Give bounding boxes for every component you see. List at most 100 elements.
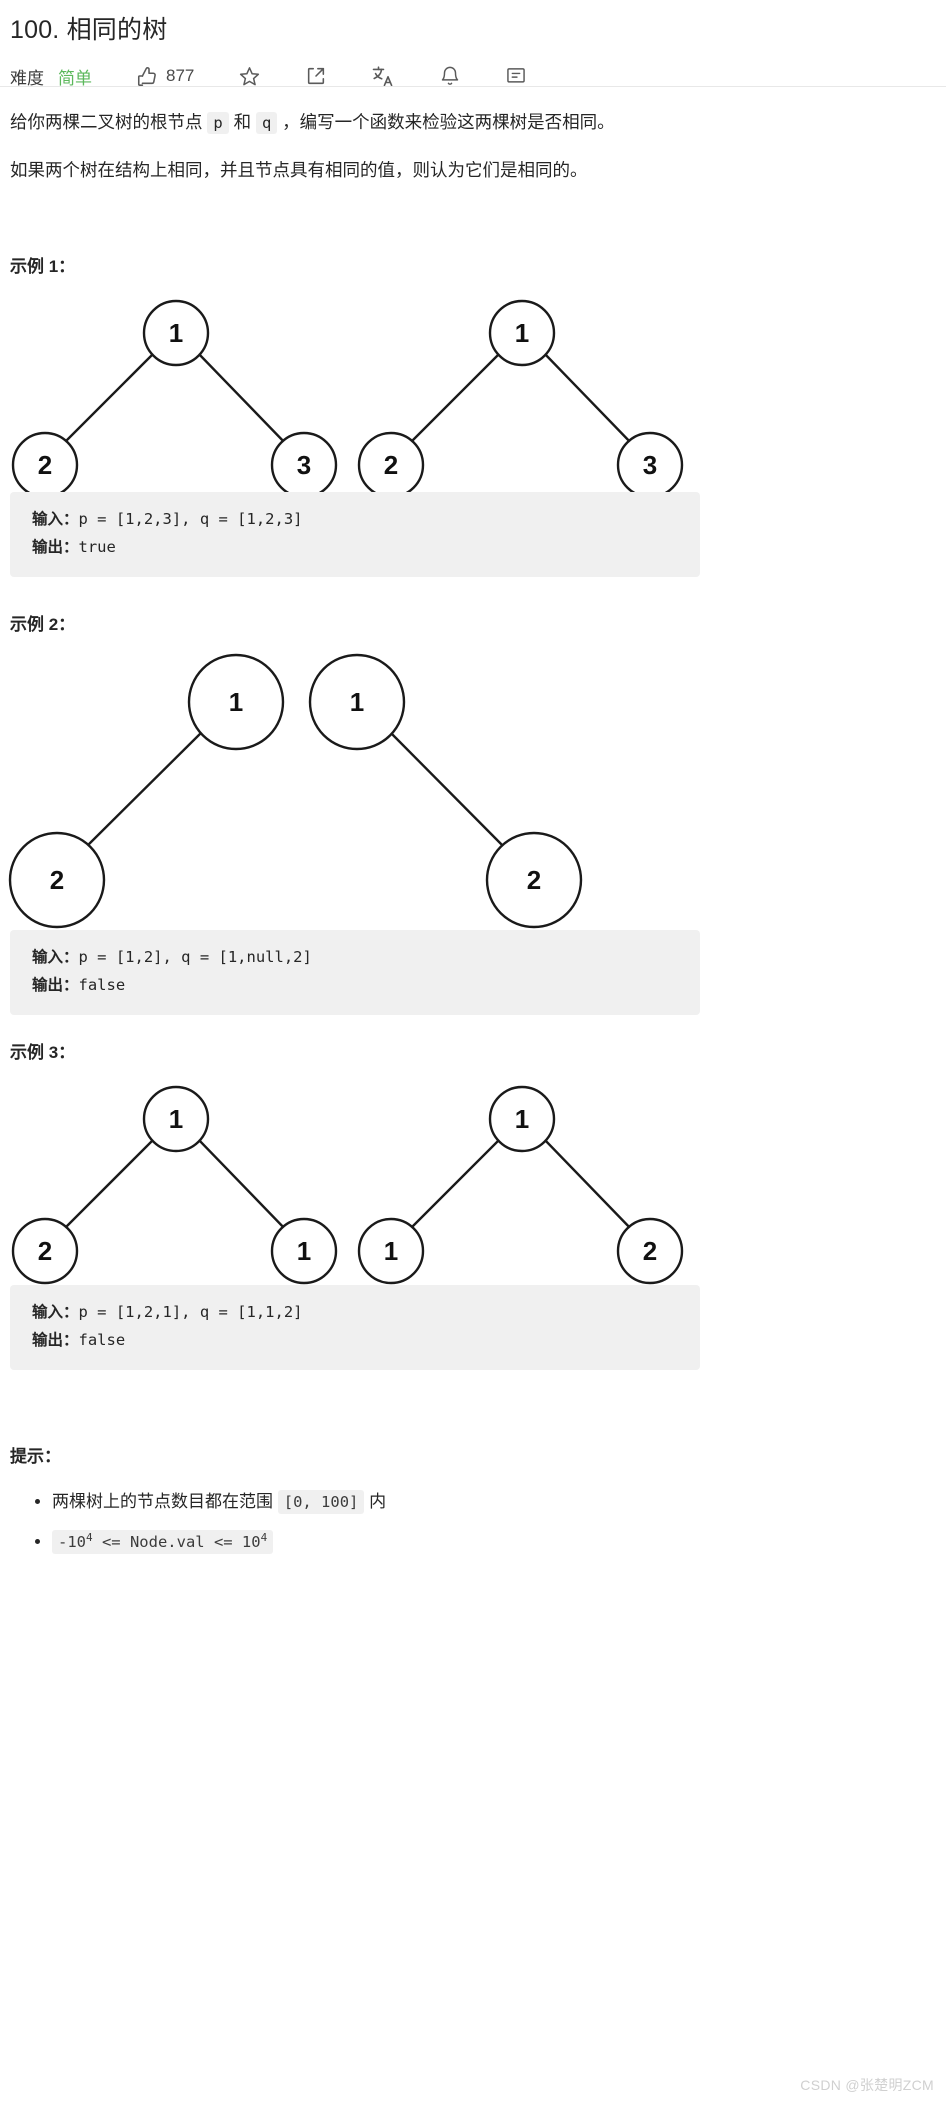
thumbs-up-icon [136,65,158,87]
bell-icon [439,65,461,87]
page-title: 100. 相同的树 [10,16,168,44]
tree-node-label: 1 [350,687,364,717]
desc-text-1b: 和 [228,112,256,132]
example-1-tree-svg: 1 2 3 1 2 3 [11,299,684,499]
tree-node [357,1217,425,1285]
edge [405,1137,502,1234]
hint-2-code: -104 <= Node.val <= 104 [52,1529,274,1554]
example-2-output-label: 输出： [32,976,79,994]
example-2-heading: 示例 2： [10,615,76,634]
example-3-input-label: 输入： [32,1304,79,1321]
example-3-trees: 1 2 1 1 1 2 [0,1068,710,1288]
tree-node [308,653,406,751]
example-1-codeblock: 输入：p = [1,2,3], q = [1,2,3] 输出：true [10,492,700,578]
hint-item-1: 两棵树上的节点数目都在范围 [0, 100] 内 [52,1482,386,1522]
tree-node-label: 1 [297,1236,311,1266]
example-2-output-value: false [78,975,126,994]
desc-text-1a: 给你两棵二叉树的根节点 [10,112,208,132]
edge [542,1137,635,1233]
translate-button[interactable] [371,64,395,88]
example-3-input-value: p = [1,2,1], q = [1,1,2] [78,1303,303,1321]
example-2-heading-wrap: 示例 2： [0,610,75,635]
example-2-trees: 1 2 1 2 [0,640,710,930]
example-2-tree-svg: 1 2 1 2 [8,653,583,929]
example-2-input-value: p = [1,2], q = [1,null,2] [78,948,312,966]
edge [59,1137,156,1234]
example-3-output-label: 输出： [32,1331,79,1349]
translate-icon [371,64,395,88]
meta-toolbar: 难度 简单 877 [0,46,946,94]
example-2-input-label: 输入： [32,949,79,966]
tree-node-label: 2 [384,450,398,480]
edge [196,1137,289,1233]
tree-node [142,1085,210,1153]
notification-button[interactable] [439,65,461,87]
hint-1-text-after: 内 [364,1492,387,1511]
tree-node-label: 1 [515,1104,529,1134]
watermark: CSDN @张楚明ZCM [800,2077,934,2093]
tree-node [488,1085,556,1153]
example-3-tree-svg: 1 2 1 1 1 2 [11,1085,684,1285]
tree-node-label: 1 [515,318,529,348]
share-button[interactable] [305,65,327,87]
desc-text-1c: ，编写一个函数来检验这两棵树是否相同。 [277,112,615,132]
tree-node [488,299,556,367]
example-1-input-label: 输入： [32,511,79,528]
edge [405,351,502,448]
tree-node-label: 2 [50,865,64,895]
example-2-codeblock: 输入：p = [1,2], q = [1,null,2] 输出：false [10,930,700,1016]
example-1-heading-wrap: 示例 1： [0,252,75,277]
hints-list: 两棵树上的节点数目都在范围 [0, 100] 内 -104 <= Node.va… [0,1482,386,1562]
tree-node-label: 2 [38,450,52,480]
hint-2-mid: <= Node.val <= 10 [92,1532,261,1551]
example-1-input-value: p = [1,2,3], q = [1,2,3] [78,510,303,528]
tree-node-label: 3 [643,450,657,480]
tree-node [187,653,285,751]
hint-item-2: -104 <= Node.val <= 104 [52,1522,386,1562]
report-button[interactable] [505,65,527,87]
example-1-heading: 示例 1： [10,257,76,276]
tree-node [8,831,106,929]
example-3-heading: 示例 3： [10,1043,76,1062]
hints-title: 提示： [10,1447,61,1466]
edge [80,724,210,853]
tree-node [616,1217,684,1285]
example-1-output-label: 输出： [32,538,79,556]
tree-node [11,1217,79,1285]
header-divider [0,86,946,87]
flag-icon [505,65,527,87]
description-paragraph-1: 给你两棵二叉树的根节点 p 和 q ，编写一个函数来检验这两棵树是否相同。 [0,108,625,136]
tree-node [142,299,210,367]
example-3-codeblock: 输入：p = [1,2,1], q = [1,1,2] 输出：false [10,1285,700,1371]
tree-node-label: 2 [38,1236,52,1266]
example-1-trees: 1 2 3 1 2 3 [0,282,710,502]
example-3-output-value: false [78,1330,126,1349]
tree-node-label: 3 [297,450,311,480]
hint-2-sup-2: 4 [260,1530,268,1544]
edge [383,725,510,853]
inline-code-q: q [255,112,278,134]
inline-code-p: p [207,112,229,134]
tree-node-label: 1 [229,687,243,717]
tree-node-label: 1 [384,1236,398,1266]
tree-node [485,831,583,929]
difficulty-value: 简单 [58,68,92,88]
share-icon [305,65,327,87]
tree-node-label: 2 [643,1236,657,1266]
difficulty-label: 难度 [10,68,44,88]
edge [59,351,156,448]
tree-node-label: 1 [169,1104,183,1134]
tree-node [270,1217,338,1285]
hint-1-text-before: 两棵树上的节点数目都在范围 [52,1492,278,1511]
tree-node-label: 1 [169,318,183,348]
hint-1-code: [0, 100] [277,1490,365,1514]
thumbs-up-button[interactable]: 877 [136,65,194,87]
hint-2-sup-1: 4 [86,1530,93,1544]
star-icon [238,65,261,88]
edge [196,351,289,447]
edge [542,351,635,447]
example-1-output-value: true [78,537,116,556]
star-button[interactable] [238,65,261,88]
description-paragraph-2: 如果两个树在结构上相同，并且节点具有相同的值，则认为它们是相同的。 [10,160,588,180]
